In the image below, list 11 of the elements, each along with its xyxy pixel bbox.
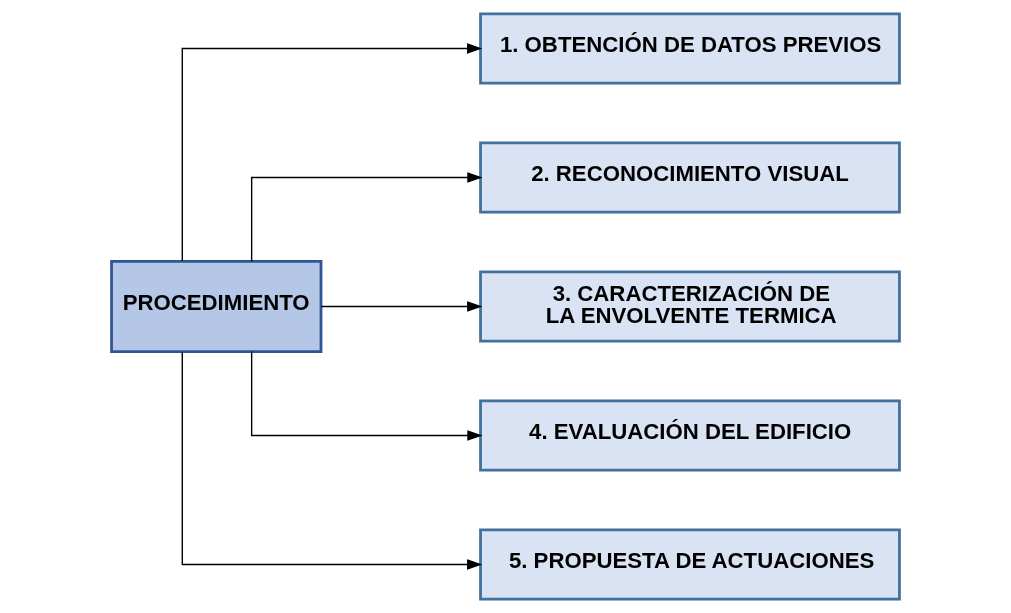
node-box: PROCEDIMIENTO: [110, 260, 323, 353]
node-box: 3. CARACTERIZACIÓN DE LA ENVOLVENTE TERMICA: [479, 270, 901, 343]
arrow: [250, 172, 483, 263]
arrow: [250, 350, 483, 441]
node-box: 4. EVALUACIÓN DEL EDIFICIO: [479, 399, 901, 472]
arrow: [181, 351, 483, 570]
arrow: [320, 301, 483, 312]
node-box: 2. RECONOCIMIENTO VISUAL: [479, 141, 901, 214]
arrow: [181, 43, 483, 262]
node-box: 5. PROPUESTA DE ACTUACIONES: [479, 528, 901, 601]
node-box: 1. OBTENCIÓN DE DATOS PREVIOS: [479, 12, 901, 85]
